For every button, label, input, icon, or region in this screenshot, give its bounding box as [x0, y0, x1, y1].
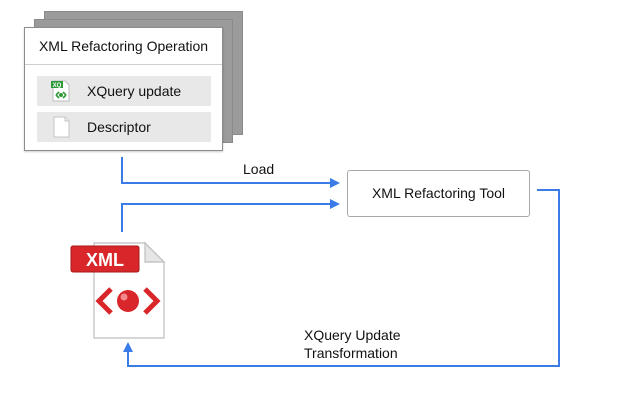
xml-refactoring-operation-card: XML Refactoring Operation XQ XQuery upda… — [24, 27, 223, 151]
list-item-xquery-update: XQ XQuery update — [37, 76, 211, 106]
xquery-update-label: XQuery update — [87, 83, 182, 99]
xml-input-arrow — [121, 199, 340, 232]
load-arrow — [121, 157, 340, 188]
list-item-descriptor: Descriptor — [37, 112, 211, 142]
blank-document-icon — [53, 116, 70, 138]
xquery-badge-text: XQ — [53, 83, 62, 89]
load-label: Load — [243, 161, 275, 177]
descriptor-label: Descriptor — [87, 119, 151, 135]
transformation-label-line2: Transformation — [304, 345, 398, 361]
transformation-arrow — [123, 189, 560, 367]
operation-title: XML Refactoring Operation — [25, 28, 222, 65]
xml-refactoring-tool-box: XML Refactoring Tool — [347, 170, 530, 217]
xquery-file-icon: XQ — [51, 80, 70, 102]
xml-file-icon: XML — [70, 241, 166, 339]
xml-badge-text: XML — [86, 250, 124, 270]
transformation-label-line1: XQuery Update — [304, 327, 401, 343]
